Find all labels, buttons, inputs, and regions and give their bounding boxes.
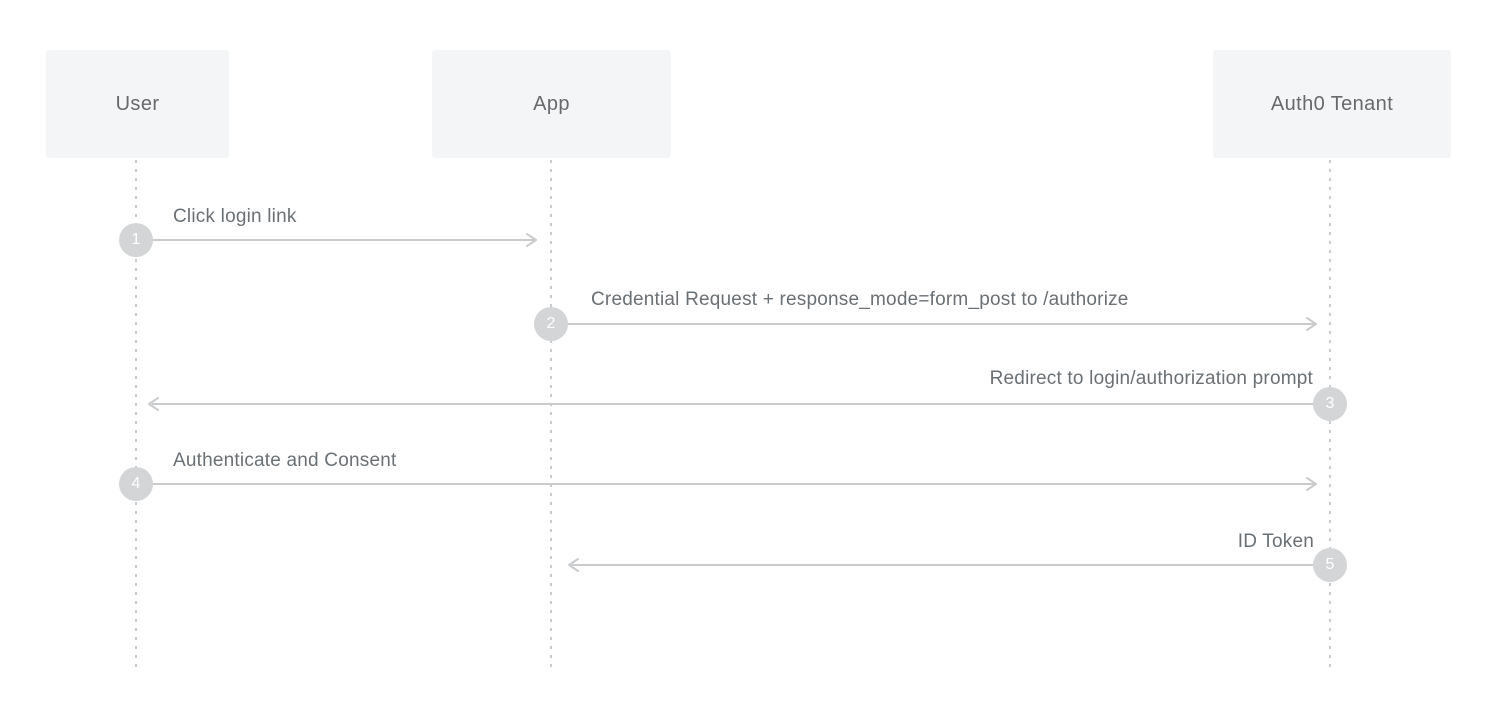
- step-badge-4: 4: [119, 467, 153, 501]
- step-number: 1: [131, 231, 141, 248]
- lifeline-user: [135, 160, 137, 672]
- actor-box-user: User: [46, 50, 229, 158]
- step-number: 2: [546, 315, 556, 332]
- arrowhead-right-icon: [1306, 477, 1317, 491]
- message-label: Click login link: [173, 206, 297, 227]
- message-line: [567, 323, 1316, 325]
- step-badge-1: 1: [119, 223, 153, 257]
- actor-label-user: User: [115, 92, 160, 115]
- actor-box-app: App: [432, 50, 671, 158]
- lifeline-app: [550, 160, 552, 672]
- message-label: Credential Request + response_mode=form_…: [591, 289, 1129, 310]
- message-line: [152, 403, 1316, 405]
- step-number: 4: [131, 475, 141, 492]
- step-number: 5: [1325, 556, 1335, 573]
- step-badge-3: 3: [1313, 387, 1347, 421]
- arrowhead-left-icon: [568, 558, 579, 572]
- step-badge-5: 5: [1313, 548, 1347, 582]
- step-badge-2: 2: [534, 307, 568, 341]
- arrowhead-left-icon: [148, 397, 159, 411]
- step-number: 3: [1325, 395, 1335, 412]
- message-label: Redirect to login/authorization prompt: [989, 368, 1313, 389]
- actor-box-auth0-tenant: Auth0 Tenant: [1213, 50, 1451, 158]
- message-line: [152, 483, 1316, 485]
- actor-label-app: App: [533, 92, 570, 115]
- message-label: Authenticate and Consent: [173, 450, 397, 471]
- arrowhead-right-icon: [1306, 317, 1317, 331]
- actor-label-auth0-tenant: Auth0 Tenant: [1270, 92, 1394, 115]
- message-line: [572, 564, 1316, 566]
- message-label: ID Token: [1237, 531, 1314, 552]
- message-line: [152, 239, 534, 241]
- arrowhead-right-icon: [526, 233, 537, 247]
